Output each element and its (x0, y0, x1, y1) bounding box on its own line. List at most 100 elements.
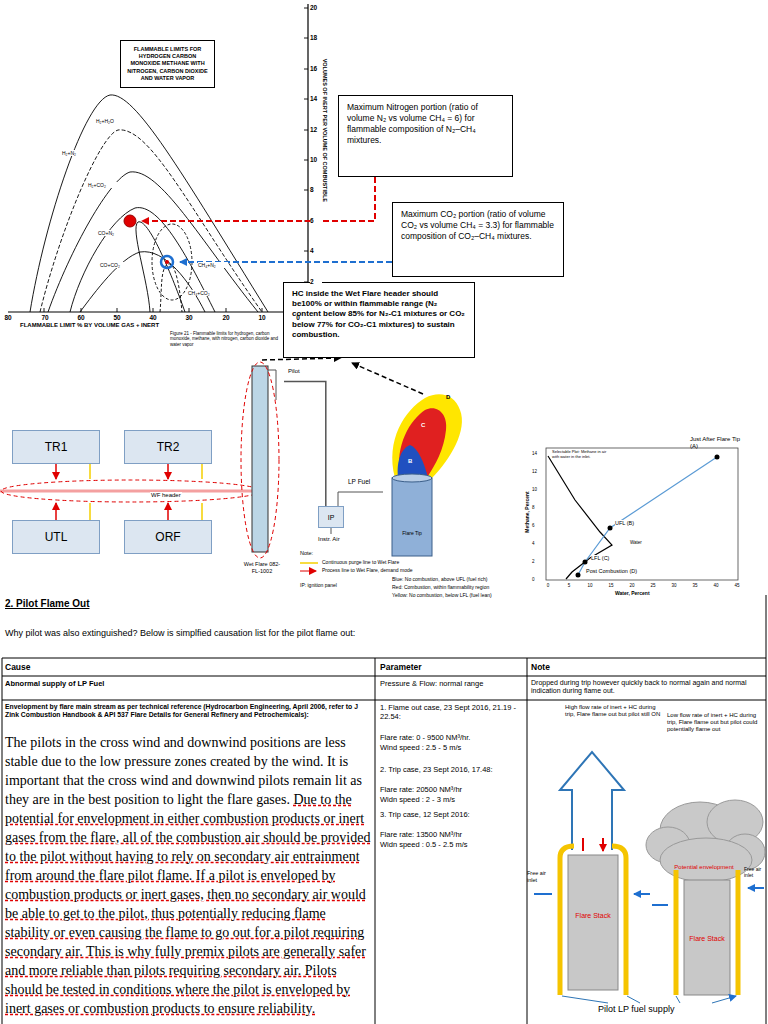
label-text: Selectable Plot: Methane in air with wat… (552, 450, 614, 460)
connector (262, 358, 341, 360)
label-text: Figure 21 - Flammable limits for hydroge… (170, 331, 285, 347)
label-text: D (446, 394, 454, 401)
utility-line (300, 562, 318, 564)
label-text: Parameter (380, 662, 460, 672)
stack-illustration (534, 752, 765, 1003)
label-text: Pressure & Flow: normal range (380, 679, 522, 688)
label-text: 14 (532, 451, 544, 456)
node-text: TR1 (45, 440, 68, 454)
label-text: Widn speed : 0.5 - 2.5 m/s (380, 840, 523, 849)
label-text: Methane, Percent (524, 477, 530, 547)
label-text: Why pilot was also extinguished? Below i… (5, 628, 505, 639)
node-text: TR2 (157, 440, 180, 454)
callout-box: Maximum Nitrogen portion (ratio of volum… (338, 95, 513, 177)
stack-illustration (684, 880, 730, 995)
label-text: Free air inlet (744, 866, 765, 878)
quote-text: Due to the potential for envelopment in … (5, 792, 370, 1016)
label-text: LP Fuel (348, 478, 382, 486)
label-text: 3. Trip case, 12 Sept 2016: (380, 810, 523, 819)
connector (55, 464, 57, 479)
utility-line (338, 492, 383, 506)
label-text: 10 (532, 487, 544, 492)
label-text: H₂+H₂O (96, 118, 126, 124)
label-text: 30 (181, 314, 197, 322)
label-text: 14 (310, 95, 322, 103)
stack-illustration (676, 870, 738, 995)
connector (284, 381, 326, 506)
flammability-chart (48, 172, 258, 312)
flammability-chart (30, 95, 268, 312)
methane-water-chart (546, 448, 738, 580)
flammability-chart (8, 4, 308, 312)
label-text: FLAMMABLE LIMIT % BY VOLUME GAS + INERT (20, 322, 230, 329)
label-text: Dropped during trip however quickly back… (531, 679, 759, 696)
stack-illustration (568, 855, 618, 990)
label-text: 4 (310, 247, 322, 255)
flame-illustration (392, 478, 432, 556)
label-text: CO+CO₂ (100, 262, 130, 268)
label-text: 30 (669, 583, 679, 588)
label-text: Just After Flare Tip (A) (690, 436, 745, 450)
label-text: 40 (711, 583, 721, 588)
node-text: Wet Flare 082-FL-1002 (240, 561, 284, 574)
label-text: Flare rate: 13500 NM³/hr (380, 830, 523, 839)
label-text: 0 (532, 577, 544, 582)
stack-illustration (652, 888, 764, 905)
label-text: Water (630, 540, 652, 545)
stack-illustration (560, 752, 624, 850)
flammability-chart (152, 224, 192, 300)
label-text: Instr. Air (318, 536, 358, 543)
node-text: IP (328, 514, 335, 521)
label-text: 10 (585, 583, 595, 588)
label-text: Free air inlet (527, 870, 555, 883)
label-text: Yellow: No combustion, below LFL (fuel l… (392, 592, 532, 598)
label-text: 16 (310, 65, 322, 73)
legend-text: Continuous purge line to Wet Flare (322, 559, 442, 565)
node-text: Maximum CO₂ portion (ratio of volume CO₂… (401, 209, 555, 242)
methane-water-chart (608, 526, 613, 531)
label-text: 2 (310, 278, 322, 286)
label-text: 50 (109, 314, 125, 322)
node-text: HC inside the Wet Flare header should be… (292, 289, 466, 340)
unit-box: UTL (12, 520, 100, 554)
header-pipe: WF header (0, 479, 262, 503)
flame-illustration (392, 394, 462, 478)
label-text: LFL (C) (591, 555, 623, 562)
header-outline (0, 479, 262, 503)
stack-illustration (646, 800, 765, 882)
label-text: Water, Percent (615, 590, 675, 596)
label-text: 12 (532, 469, 544, 474)
label-text: Widn speed : 2 - 3 m/s (380, 795, 523, 804)
label-text: Pilot LP fuel supply (598, 1004, 718, 1015)
label-text: 2. Pilot Flame Out (5, 598, 205, 610)
label-text: 2. Trip case, 23 Sept 2016, 17.48: (380, 765, 523, 774)
label-text: 0 (290, 314, 306, 322)
flare-stack: Wet Flare 082-FL-1002 (240, 360, 284, 574)
label-text: 5 (564, 583, 574, 588)
label-text: Wind speed : 2.5 - 5 m/s (380, 743, 523, 752)
label-text: Pilot (288, 368, 310, 375)
stack-outline (240, 360, 284, 574)
connector (167, 464, 169, 479)
callout-box: Maximum CO₂ portion (ratio of volume CO₂… (392, 202, 564, 277)
label-text: CO+N₂ (98, 230, 126, 236)
label-text: Flare rate: 20500 NM³/hr (380, 785, 523, 794)
label-text: Abnormal supply of LP Fuel (5, 679, 365, 688)
label-text: Potential envelopment (672, 864, 736, 871)
label-text: Cause (5, 662, 65, 672)
label-text: 45 (732, 583, 742, 588)
label-text: 4 (532, 541, 544, 546)
methane-water-chart (576, 573, 581, 578)
label-text: 10 (254, 314, 270, 322)
flammability-chart (160, 264, 182, 312)
flame-illustration (392, 474, 432, 482)
unit-box: ORF (124, 520, 212, 554)
label-text: Low flow rate of inert + HC during trip,… (667, 712, 763, 734)
label-text: Post Combustion (D) (586, 568, 656, 575)
flame-illustration (398, 445, 428, 478)
unit-box: TR2 (124, 430, 212, 464)
node-text: WF header (150, 492, 182, 498)
label-text: 80 (0, 314, 16, 322)
label-text: 6 (310, 217, 322, 225)
